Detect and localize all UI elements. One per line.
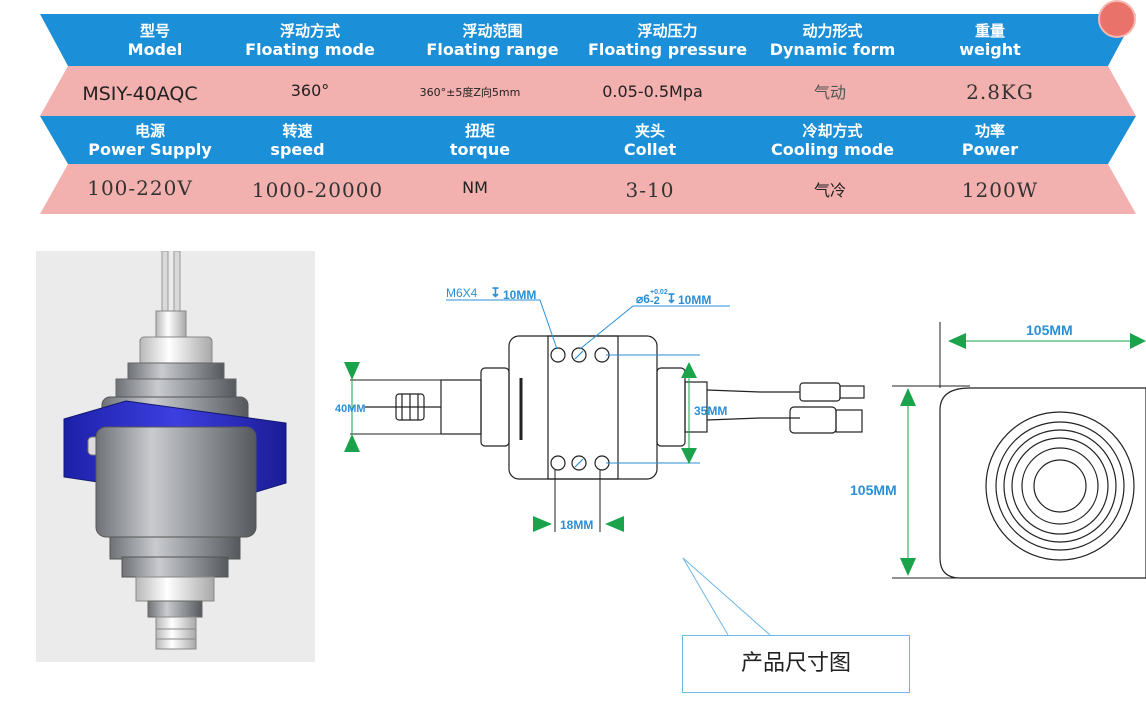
- header-en: Cooling mode: [770, 140, 895, 159]
- value-collet: 3-10: [625, 178, 675, 202]
- header-cn: 冷却方式: [802, 122, 863, 140]
- floating-spindle-render: [63, 250, 287, 650]
- header-en: speed: [270, 140, 325, 159]
- value-band-bg-2: [40, 164, 1136, 214]
- arrow-right-icon-2: [1130, 333, 1146, 349]
- depth-symbol-icon-2: ↧: [666, 291, 677, 306]
- header-band-bg-2: [40, 116, 1136, 164]
- value-power: 1200W: [961, 178, 1039, 202]
- header-cn: 功率: [974, 122, 1005, 140]
- header-en: weight: [959, 40, 1021, 59]
- arrow-up-icon-3: [900, 388, 916, 406]
- spec-value-row-1: MSIY-40AQC 360° 360°±5度Z向5mm 0.05-0.5Mpa…: [40, 66, 1136, 116]
- arrow-up-icon: [344, 434, 360, 452]
- arrow-down-icon-2: [681, 448, 697, 464]
- arrow-up-icon-2: [681, 362, 697, 378]
- callout-pin: ⌀6: [636, 292, 650, 306]
- arrow-left-icon-2: [948, 333, 966, 349]
- arrow-down-icon: [344, 362, 360, 380]
- value-power-supply: 100-220V: [87, 176, 193, 200]
- corner-badge-icon[interactable]: [1098, 0, 1136, 38]
- dim-40: 40MM: [335, 403, 366, 415]
- dim-35: 35MM: [694, 404, 727, 418]
- header-band-bg: [40, 14, 1136, 66]
- value-floating-pressure: 0.05-0.5Mpa: [602, 82, 703, 101]
- value-weight: 2.8KG: [966, 80, 1034, 104]
- value-floating-mode: 360°: [290, 81, 330, 100]
- spec-value-row-2: 100-220V 1000-20000 NM 3-10 气冷 1200W: [40, 164, 1136, 214]
- value-floating-range: 360°±5度Z向5mm: [419, 86, 521, 99]
- side-view: [365, 335, 865, 480]
- dim-105-width: 105MM: [1026, 322, 1073, 338]
- value-model: MSIY-40AQC: [82, 83, 198, 105]
- value-dynamic-form: 气动: [813, 83, 846, 102]
- header-en: Model: [127, 40, 183, 59]
- depth-symbol-icon: ↧: [490, 285, 501, 300]
- callout-pin-depth: 10MM: [678, 293, 711, 307]
- header-en: Floating pressure: [587, 40, 748, 59]
- header-en: Power: [961, 140, 1019, 159]
- callout-pin-sup: +0.02: [650, 289, 668, 296]
- header-cn: 动力形式: [802, 22, 863, 40]
- header-en: Collet: [623, 140, 677, 159]
- dim-105-height: 105MM: [850, 482, 897, 498]
- drawing-caption: 产品尺寸图: [682, 635, 910, 693]
- header-en: Floating range: [426, 40, 559, 59]
- value-band-bg: [40, 66, 1136, 116]
- header-cn: 电源: [134, 122, 165, 140]
- header-cn: 浮动压力: [637, 22, 698, 40]
- callout-m6: M6X4: [446, 286, 478, 300]
- product-photo: [36, 250, 315, 662]
- front-view: [939, 387, 1146, 579]
- header-cn: 浮动方式: [279, 22, 340, 40]
- header-en: Floating mode: [245, 40, 375, 59]
- header-cn: 浮动范围: [462, 22, 523, 40]
- value-speed: 1000-20000: [251, 178, 384, 202]
- arrow-right-icon: [533, 516, 552, 532]
- header-cn: 夹头: [634, 122, 665, 140]
- caption-text: 产品尺寸图: [740, 651, 851, 676]
- header-cn: 转速: [282, 122, 313, 140]
- value-torque: NM: [462, 178, 488, 197]
- value-cooling-mode: 气冷: [813, 181, 846, 200]
- arrow-left-icon: [605, 516, 624, 532]
- arrow-down-icon-3: [900, 558, 916, 576]
- header-cn: 扭矩: [464, 122, 495, 140]
- dim-18: 18MM: [560, 518, 593, 532]
- callout-m6-depth: 10MM: [503, 288, 536, 302]
- callout-pin-sub: -2: [650, 295, 660, 307]
- header-en: torque: [449, 140, 511, 159]
- header-cn: 型号: [139, 22, 170, 40]
- header-en: Dynamic form: [769, 40, 896, 59]
- header-cn: 重量: [974, 22, 1005, 40]
- header-en: Power Supply: [88, 140, 212, 159]
